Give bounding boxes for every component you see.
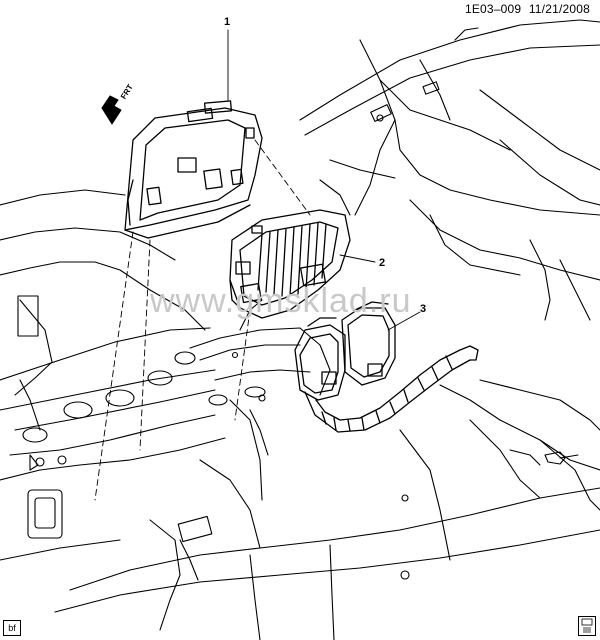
callout-leaders [227, 29, 421, 331]
installation-dashed-lines [94, 139, 311, 501]
bolt-fastener [544, 451, 579, 465]
footer-badge: bf [3, 620, 21, 636]
callout-2: 2 [379, 257, 386, 269]
trim-level-icon [578, 616, 596, 636]
callout-1: 1 [224, 16, 231, 28]
diagram-code: 1E03–009 [464, 2, 522, 16]
left-structure [0, 189, 226, 561]
part-1-ecm-bracket [124, 100, 263, 239]
part-3-harness-connectors [294, 301, 479, 433]
watermark: www.gmsklad.ru [150, 282, 412, 320]
upper-body-structure [299, 19, 600, 321]
mounting-tray [189, 299, 331, 456]
diagram-date: 11/21/2008 [528, 2, 590, 16]
callout-3: 3 [420, 303, 427, 315]
part-2-ecm-module [229, 209, 351, 319]
lower-frame [54, 379, 600, 640]
front-direction-arrow-icon [101, 95, 122, 125]
diagram-header: 1E03–009 11/21/2008 [465, 2, 590, 16]
